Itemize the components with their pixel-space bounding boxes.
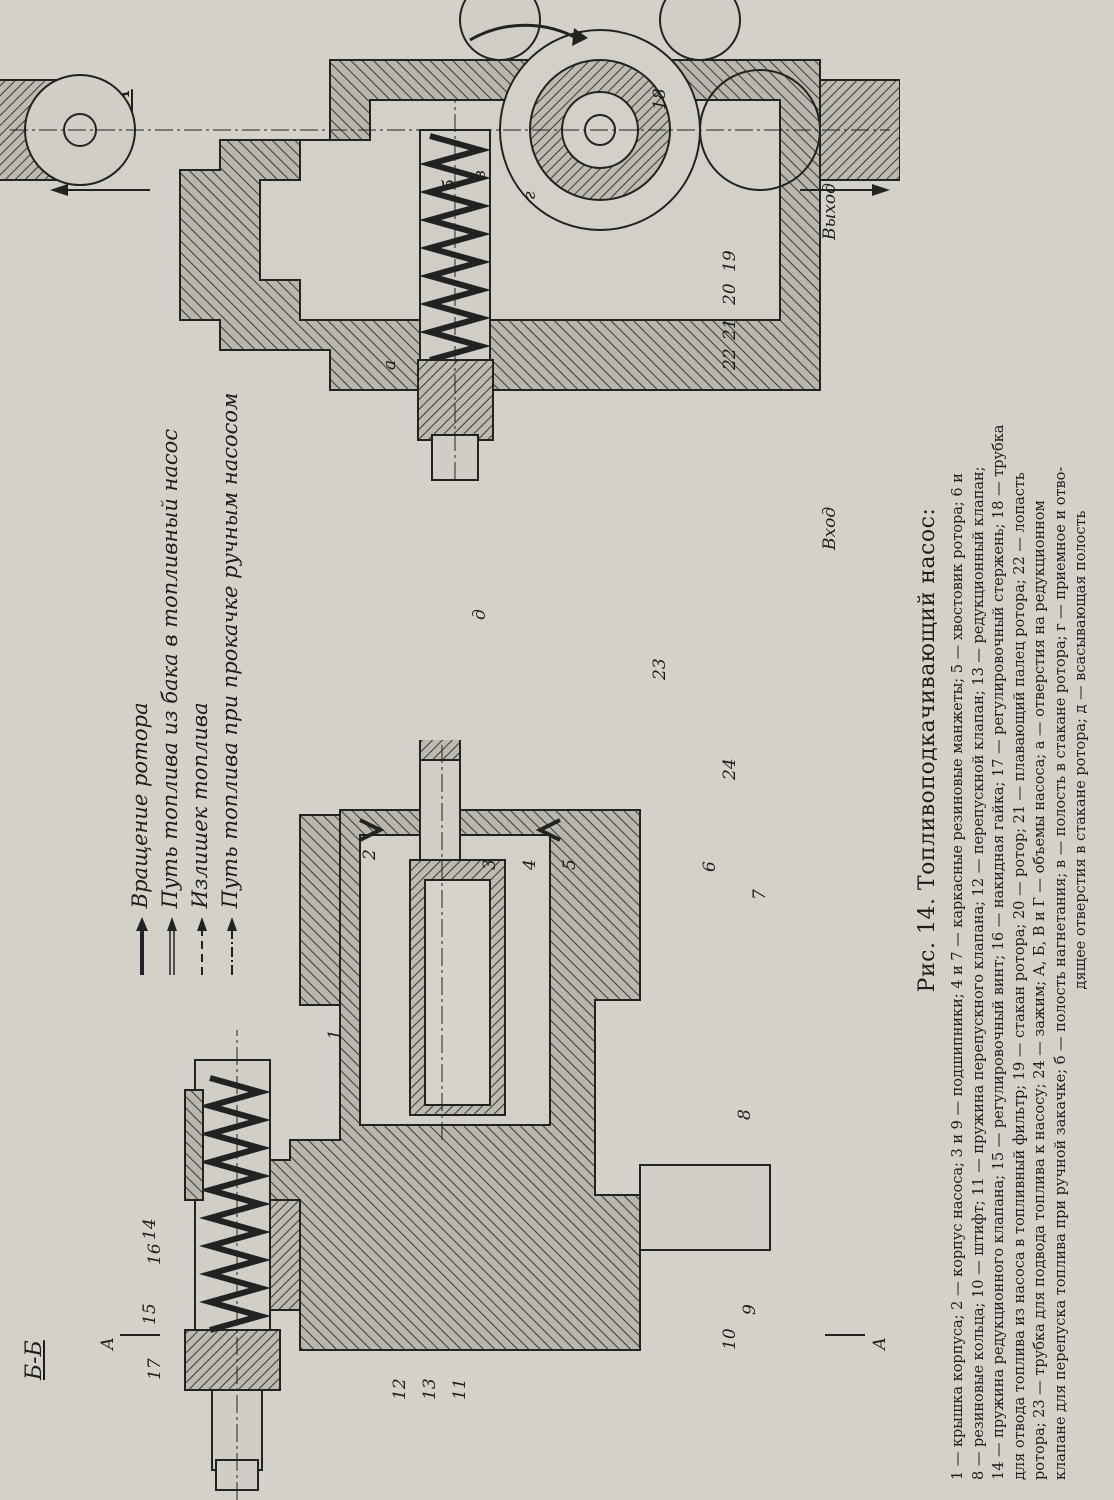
flow-label-input: Вход — [820, 506, 840, 550]
section-bb-drawing — [120, 740, 865, 1500]
part-number: 24 — [720, 758, 740, 780]
part-number: 22 — [720, 348, 740, 370]
part-number: 2 — [360, 849, 380, 860]
caption-title: Рис. 14. Топливоподкачивающий насос: — [915, 507, 940, 993]
dashed-arrow-icon — [196, 917, 207, 975]
cavity-letter: в — [470, 170, 490, 180]
part-number: 13 — [420, 1378, 440, 1400]
caption-line: 14 — пружина редукционного клапана; 15 —… — [991, 424, 1007, 1480]
cavity-letter: д — [470, 609, 490, 620]
caption-line: 1 — крышка корпуса; 2 — корпус насоса; 3… — [950, 473, 966, 1480]
part-number: 1 — [325, 1029, 345, 1040]
part-number: 20 — [720, 283, 740, 305]
part-number: 8 — [735, 1109, 755, 1120]
part-number: 19 — [720, 250, 740, 272]
part-number: 7 — [750, 889, 770, 900]
part-number: 4 — [520, 859, 540, 870]
part-number: 10 — [720, 1328, 740, 1350]
part-number: 9 — [740, 1304, 760, 1315]
solid-arrow-icon — [135, 917, 148, 975]
caption-line: 8 — резиновые кольца; 10 — штифт; 11 — п… — [970, 466, 987, 1480]
flow-label-output: Выход — [820, 183, 840, 240]
cavity-letter: г — [520, 191, 540, 200]
cavity-letter: б — [440, 179, 460, 190]
part-number: 16 — [145, 1243, 165, 1265]
section-aa-drawing — [0, 0, 900, 481]
legend-item-tank-path: Путь топлива из бака в топливный насос — [158, 429, 182, 975]
caption-line: клапане для перепуска топлива при ручной… — [1052, 466, 1069, 1480]
part-number: 5 — [560, 859, 580, 870]
part-number: 15 — [140, 1303, 160, 1325]
caption-line: для отвода топлива из насоса в топливный… — [1011, 472, 1028, 1480]
part-number: 17 — [145, 1358, 165, 1380]
dot-dash-arrow-icon — [226, 917, 237, 975]
legend-item-hand-pump: Путь топлива при прокачке ручным насосом — [218, 393, 242, 975]
double-line-arrow-icon — [166, 917, 177, 975]
part-number: 23 — [650, 658, 670, 680]
caption-line: дящее отверстия в стакане ротора; д — вс… — [1073, 510, 1089, 990]
part-number: 18 — [650, 88, 670, 110]
part-number: 6 — [700, 861, 720, 872]
cavity-letter: а — [380, 359, 400, 370]
part-number: 11 — [450, 1378, 470, 1400]
part-number: 21 — [720, 318, 740, 340]
part-number: 14 — [140, 1218, 160, 1240]
figure-caption: Рис. 14. Топливоподкачивающий насос: 1 —… — [915, 20, 1092, 1480]
cut-mark-a-bottom: А — [870, 1337, 890, 1350]
legend-item-rotation: Вращение ротора — [128, 702, 152, 975]
legend-item-excess: Излишек топлива — [188, 702, 212, 975]
part-number: 12 — [390, 1378, 410, 1400]
part-number: 3 — [480, 859, 500, 870]
cut-mark-a-top: А — [98, 1337, 118, 1350]
caption-line: ротора; 23 — трубка для подвода топлива … — [1032, 500, 1048, 1480]
